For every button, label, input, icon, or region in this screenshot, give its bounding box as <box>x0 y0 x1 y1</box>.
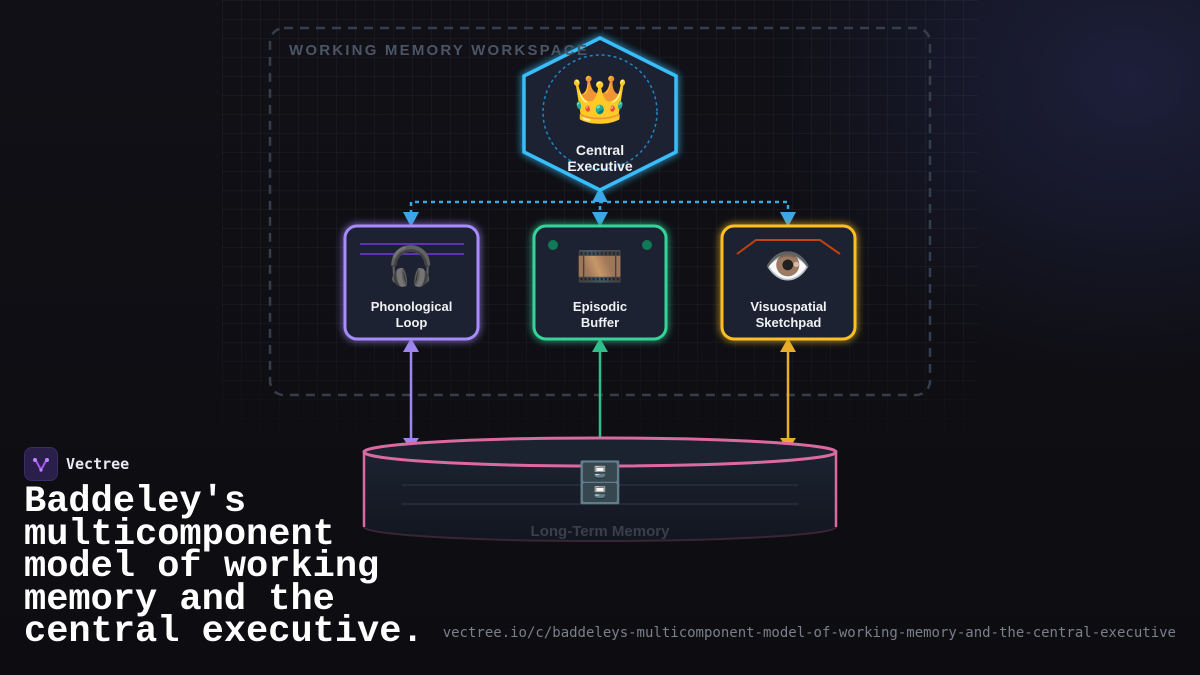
episodic-buffer-node[interactable] <box>532 224 668 341</box>
brand[interactable]: Vectree <box>24 447 129 481</box>
executive-arrowheads <box>403 187 796 227</box>
long-term-memory-node[interactable] <box>362 436 838 542</box>
episodic-buffer-label: Episodic Buffer <box>572 299 628 330</box>
file-cabinet-icon: 🗄️ <box>575 461 625 505</box>
film-frames-icon: 🎞️ <box>576 246 624 288</box>
crown-icon: 👑 <box>571 73 629 125</box>
eye-icon: 👁️ <box>764 246 812 288</box>
visuospatial-sketchpad-label: Visuospatial Sketchpad <box>750 299 827 330</box>
phonological-loop-node[interactable] <box>343 224 480 341</box>
visuospatial-sketchpad-node[interactable] <box>720 224 857 341</box>
workspace-label: WORKING MEMORY WORKSPACE <box>289 42 590 59</box>
long-term-memory-label: Long-Term Memory <box>530 523 670 540</box>
central-executive-node[interactable] <box>522 36 678 192</box>
page-title: Baddeley's multicomponent model of worki… <box>24 481 424 653</box>
ltm-connector-episodic <box>592 338 608 440</box>
brand-name: Vectree <box>66 455 130 473</box>
source-url[interactable]: vectree.io/c/baddeleys-multicomponent-mo… <box>442 625 1176 641</box>
vectree-logo-icon <box>24 447 58 481</box>
phonological-loop-label: Phonological Loop <box>370 299 453 330</box>
headphones-icon: 🎧 <box>387 246 435 288</box>
central-executive-label: Central Executive <box>567 142 633 174</box>
